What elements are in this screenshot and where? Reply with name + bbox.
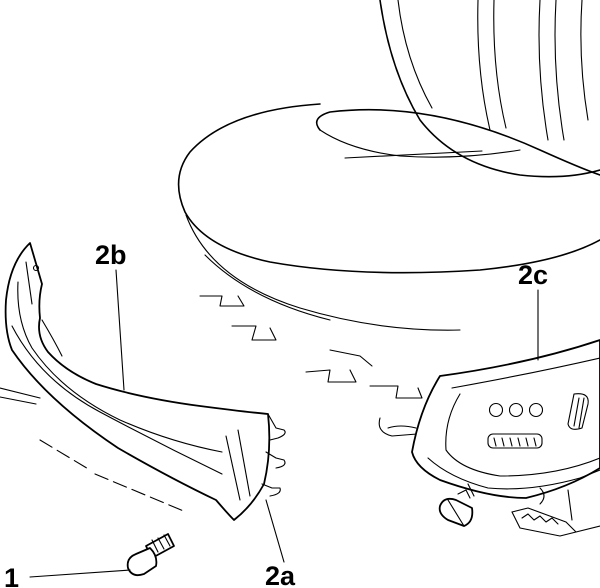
trim-panel-2c (411, 339, 600, 499)
seat-frame-brackets (199, 295, 443, 437)
label-2c: 2c (518, 260, 548, 290)
label-2a: 2a (265, 561, 296, 588)
seat-cushion (177, 103, 600, 331)
label-1: 1 (4, 563, 19, 588)
label-2b: 2b (95, 240, 127, 270)
seat-rail (511, 487, 600, 537)
leader-2b (115, 269, 125, 391)
adjuster-knob (438, 483, 475, 527)
leader-2a (265, 499, 285, 563)
seat-backrest (379, 0, 600, 178)
leader-1 (29, 569, 131, 578)
screw-1 (126, 533, 175, 577)
trim-cover-2b (0, 242, 286, 521)
leader-lines (29, 269, 539, 578)
